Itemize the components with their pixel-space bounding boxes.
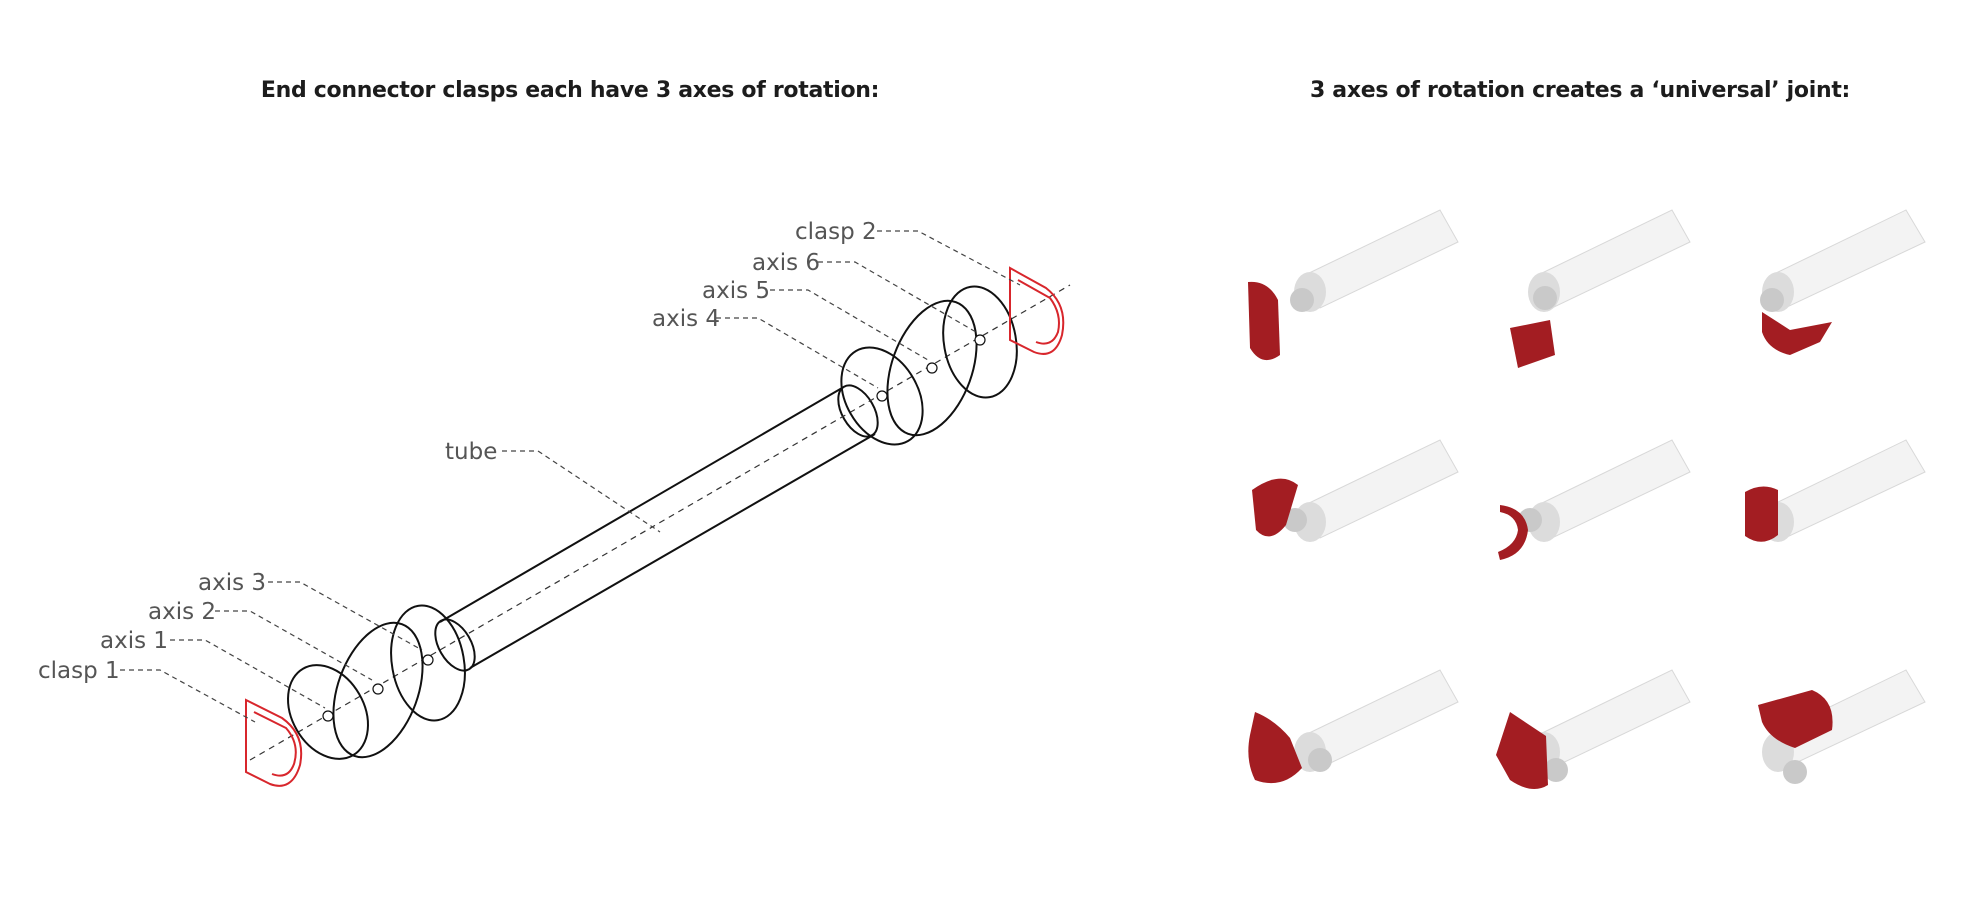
- label-axis-6: axis 6: [752, 250, 820, 276]
- label-axis-1: axis 1: [100, 628, 168, 654]
- render-grid: [1248, 209, 1926, 789]
- clasp-1-outline: [245, 698, 303, 787]
- axis-2-ring: [332, 621, 424, 759]
- pivot-markers: [322, 334, 986, 722]
- pivot-marker: [322, 710, 334, 722]
- joint-render: [1252, 439, 1459, 542]
- axis-3-ring: [390, 604, 466, 722]
- clasp-2-outline: [1009, 266, 1065, 355]
- joint-render: [1510, 209, 1691, 368]
- leader-lines: [120, 230, 1021, 723]
- joint-render: [1745, 439, 1926, 542]
- pivot-marker: [422, 654, 434, 666]
- axis-6-ring: [942, 285, 1018, 399]
- axis-5-ring: [886, 299, 978, 437]
- diagram-labels: clasp 1 axis 1 axis 2 axis 3 tube axis 4…: [38, 219, 877, 684]
- label-clasp-1: clasp 1: [38, 658, 120, 684]
- joint-render: [1496, 669, 1691, 789]
- label-axis-3: axis 3: [198, 570, 266, 596]
- label-axis-2: axis 2: [148, 599, 216, 625]
- joint-render: [1248, 209, 1459, 361]
- rotation-rings: [287, 285, 1018, 760]
- label-axis-5: axis 5: [702, 278, 770, 304]
- label-clasp-2: clasp 2: [795, 219, 877, 245]
- pivot-marker: [926, 362, 938, 374]
- joint-render: [1758, 669, 1926, 784]
- label-axis-4: axis 4: [652, 306, 720, 332]
- pivot-marker: [974, 334, 986, 346]
- pivot-marker: [372, 683, 384, 695]
- joint-render: [1498, 439, 1691, 560]
- joint-render: [1248, 669, 1459, 784]
- right-heading: 3 axes of rotation creates a ‘universal’…: [1309, 78, 1851, 103]
- axis-4-ring: [840, 346, 924, 446]
- label-tube: tube: [445, 439, 497, 465]
- joint-render: [1760, 209, 1926, 355]
- left-heading: End connector clasps each have 3 axes of…: [260, 78, 880, 103]
- pivot-marker: [876, 390, 888, 402]
- tube-drawing: [249, 284, 1071, 761]
